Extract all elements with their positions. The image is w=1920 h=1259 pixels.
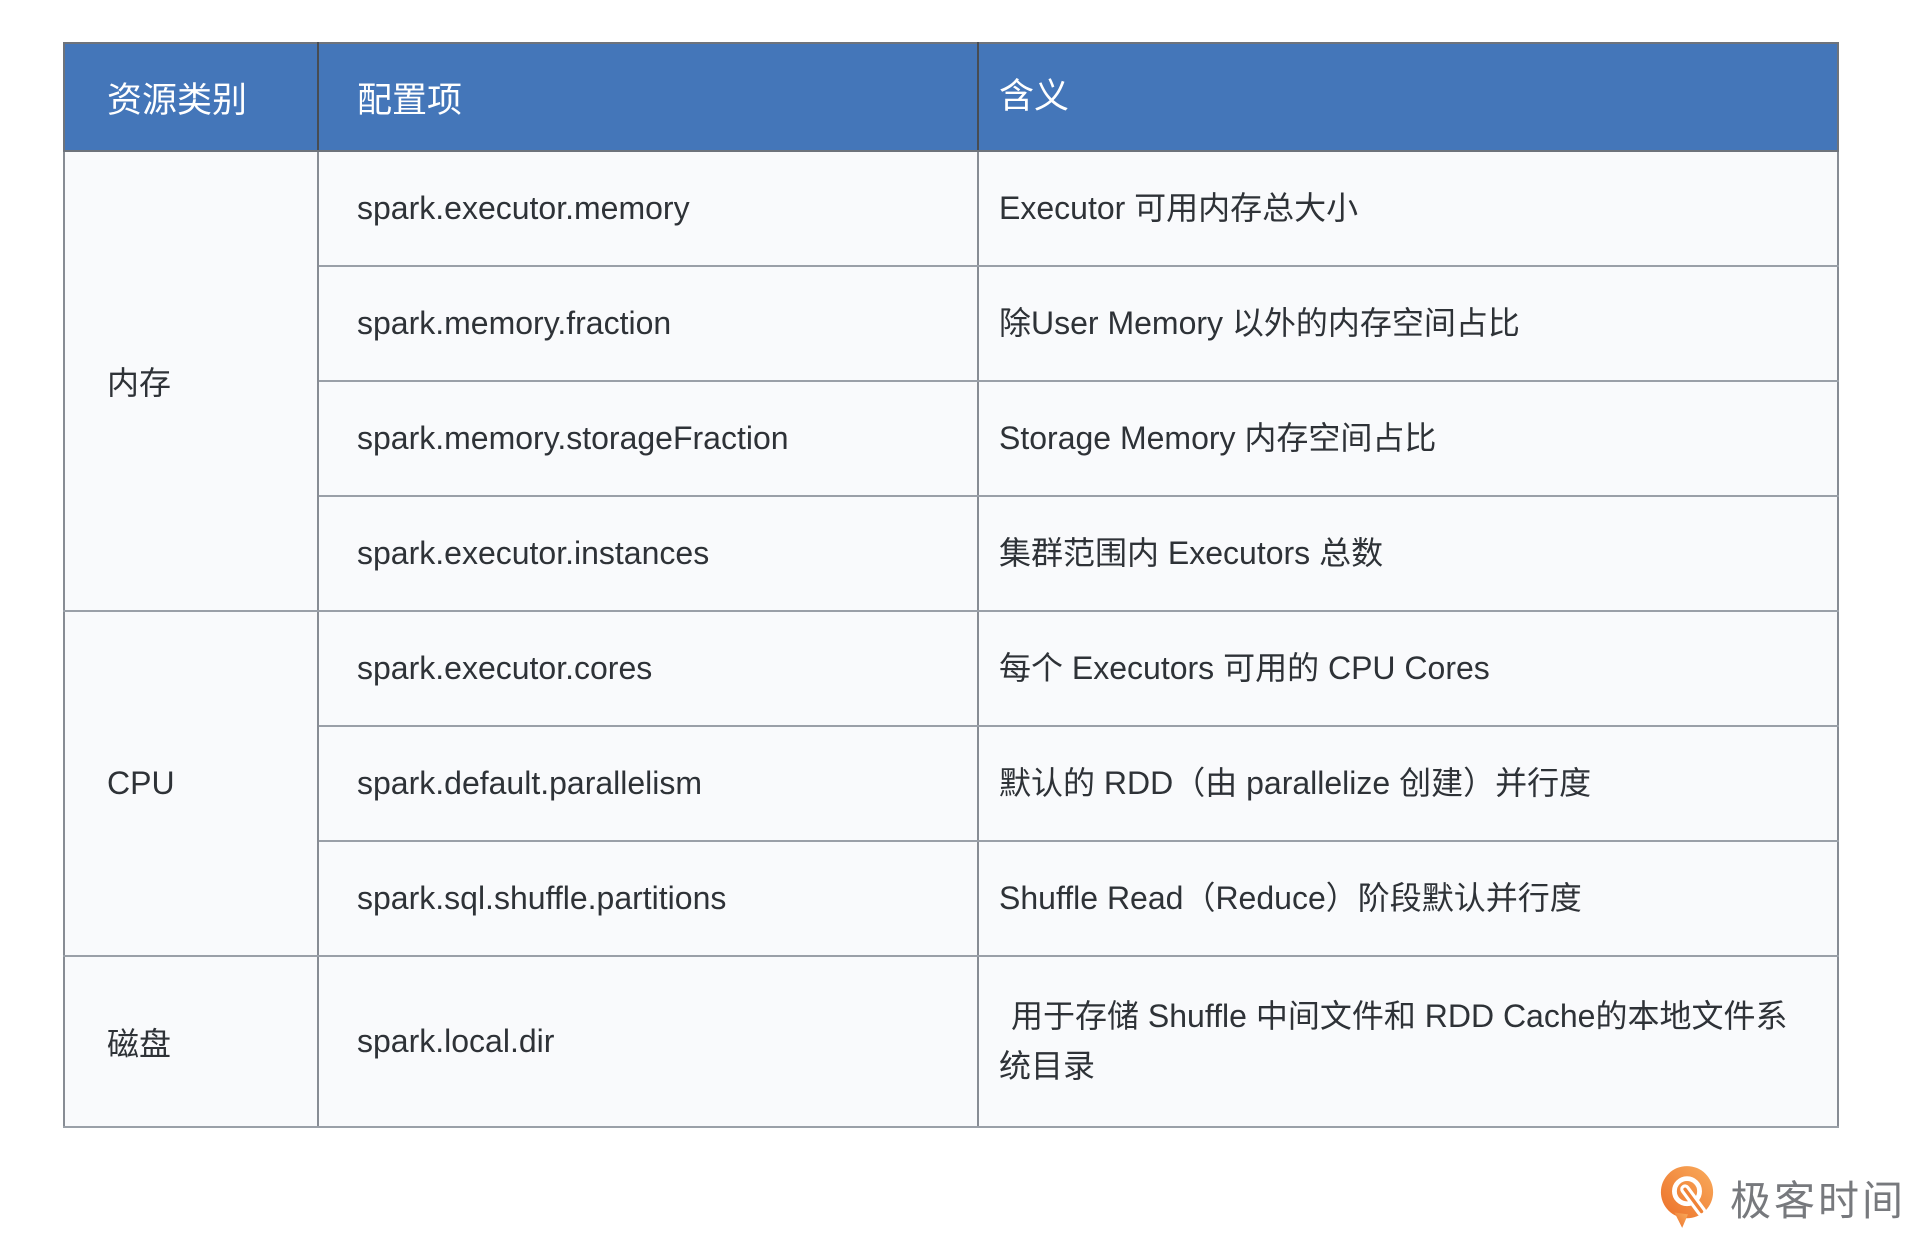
col-header-config-item: 配置项: [317, 42, 979, 152]
category-cell-memory: 内存: [63, 150, 319, 612]
config-cell: spark.sql.shuffle.partitions: [317, 840, 979, 957]
table-row: 内存 spark.executor.memory Executor 可用内存总大…: [63, 150, 1839, 612]
header-row: 资源类别 配置项 含义: [63, 42, 1839, 152]
config-cell: spark.memory.fraction: [317, 265, 979, 382]
col-header-meaning: 含义: [977, 42, 1839, 152]
config-cell: spark.executor.cores: [317, 610, 979, 727]
table-row: spark.memory.fraction 除User Memory 以外的内存…: [64, 265, 1839, 382]
config-cell: spark.executor.instances: [317, 495, 979, 612]
config-cell: spark.memory.storageFraction: [317, 380, 979, 497]
config-cell: spark.local.dir: [317, 955, 979, 1128]
brand-logo-text: 极客时间: [1730, 1178, 1906, 1224]
config-cell: spark.default.parallelism: [317, 725, 979, 842]
table-row: 磁盘 spark.local.dir 用于存储 Shuffle 中间文件和 RD…: [63, 955, 1839, 1128]
geektime-pin-q-icon: [1660, 1166, 1714, 1228]
meaning-cell: 默认的 RDD（由 parallelize 创建）并行度: [977, 725, 1839, 842]
meaning-cell: 每个 Executors 可用的 CPU Cores: [977, 610, 1839, 727]
config-cell: spark.executor.memory: [317, 150, 979, 267]
col-header-resource-category: 资源类别: [63, 42, 319, 152]
category-cell-cpu: CPU: [63, 610, 319, 957]
table-row: spark.default.parallelism 默认的 RDD（由 para…: [64, 725, 1839, 842]
meaning-cell: 集群范围内 Executors 总数: [977, 495, 1839, 612]
meaning-cell: Storage Memory 内存空间占比: [977, 380, 1839, 497]
meaning-cell: 除User Memory 以外的内存空间占比: [977, 265, 1839, 382]
spark-config-table: 资源类别 配置项 含义 内存 spark.executor.memory Exe…: [63, 42, 1839, 1128]
category-cell-disk: 磁盘: [63, 955, 319, 1128]
table-row: spark.sql.shuffle.partitions Shuffle Rea…: [64, 840, 1839, 957]
brand-logo: 极客时间: [1658, 1164, 1906, 1230]
table-row: spark.executor.instances 集群范围内 Executors…: [64, 495, 1839, 612]
table-row: spark.memory.storageFraction Storage Mem…: [64, 380, 1839, 497]
meaning-cell: Shuffle Read（Reduce）阶段默认并行度: [977, 840, 1839, 957]
meaning-cell: Executor 可用内存总大小: [977, 150, 1839, 267]
meaning-cell: 用于存储 Shuffle 中间文件和 RDD Cache的本地文件系统目录: [977, 955, 1839, 1128]
table-row: CPU spark.executor.cores 每个 Executors 可用…: [63, 610, 1839, 957]
